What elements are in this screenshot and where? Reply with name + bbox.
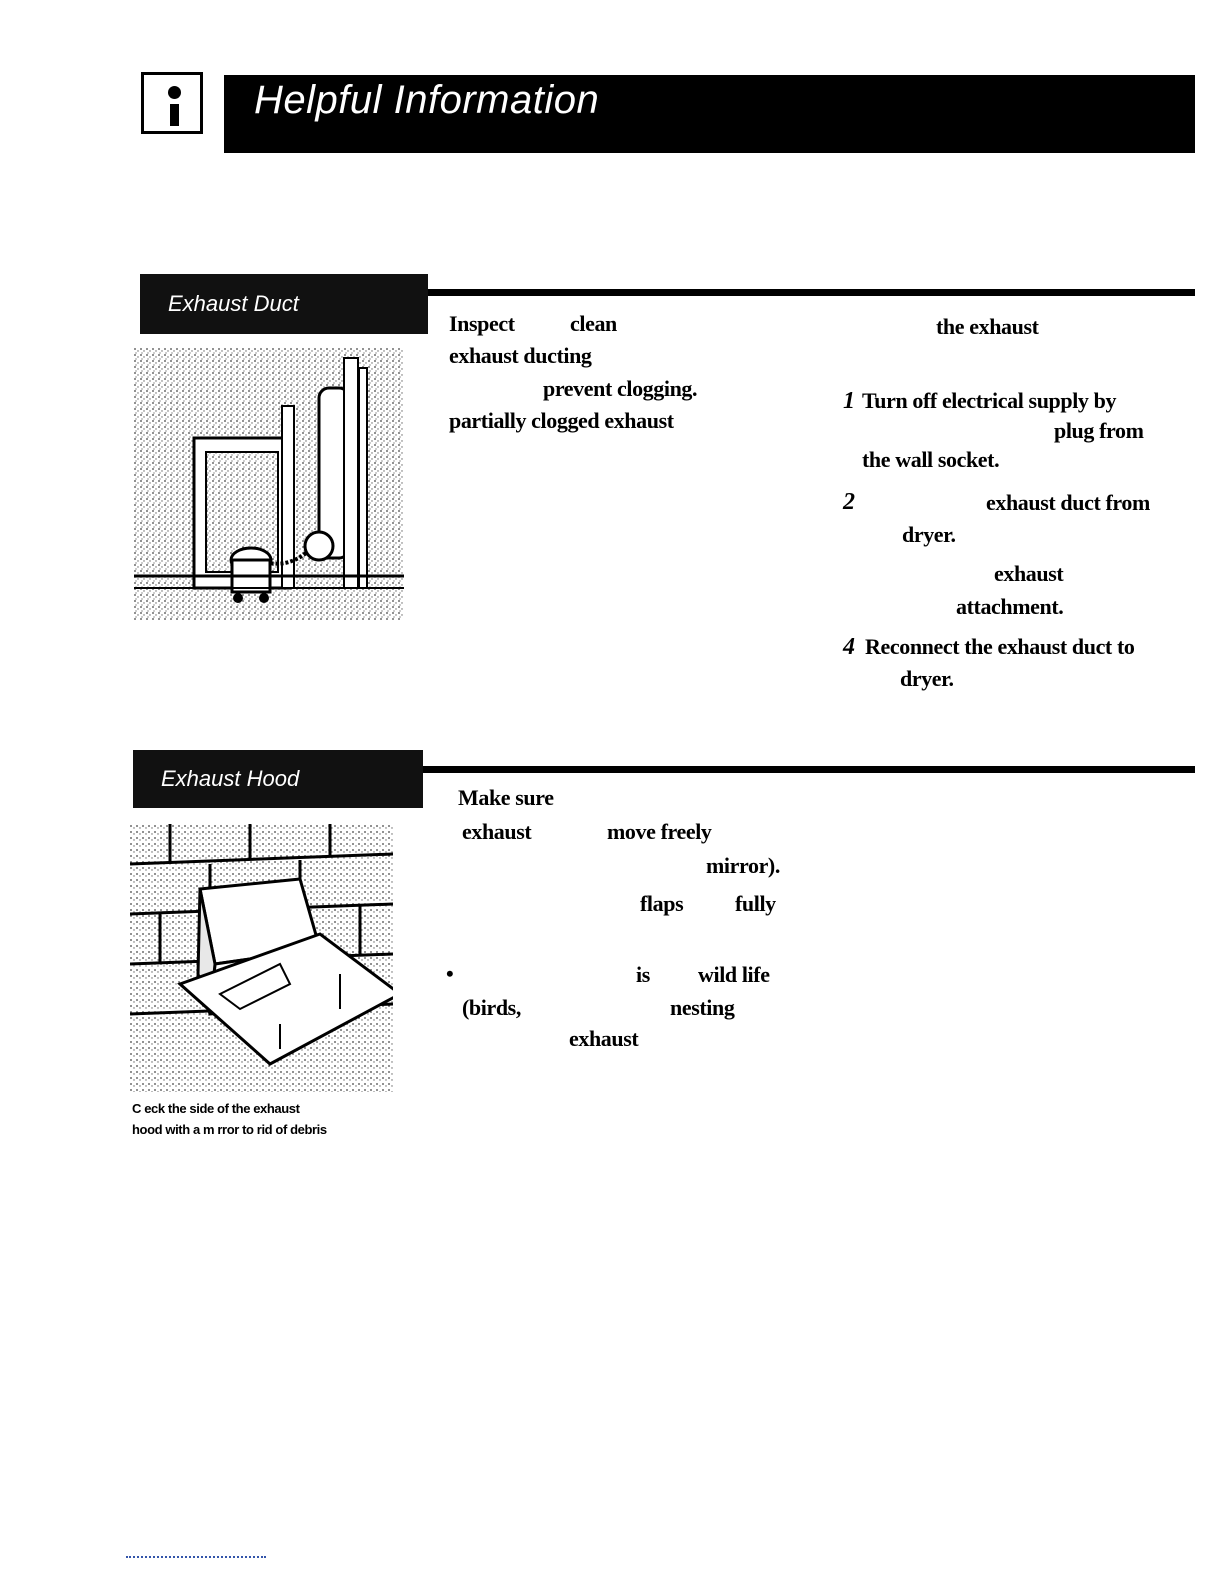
info-icon <box>141 72 203 134</box>
section-label-exhaust-duct: Exhaust Duct <box>140 274 428 334</box>
text-line: flaps <box>640 891 684 916</box>
text-line: the wall socket. <box>862 447 1000 472</box>
step-number: 4 <box>843 634 855 660</box>
section-label-text: Exhaust Hood <box>161 766 300 791</box>
text-line: dryer. <box>902 522 956 547</box>
text-line: prevent clogging. <box>543 376 698 401</box>
text-line: Inspect <box>449 311 515 336</box>
text-line: dryer. <box>900 666 954 691</box>
step-number: 2 <box>843 489 855 515</box>
section-rule <box>428 289 1195 296</box>
text-line: mirror). <box>706 853 780 878</box>
section-rule <box>423 766 1195 773</box>
text-line: is <box>636 962 650 987</box>
step-number: 1 <box>843 388 855 414</box>
text-line: the exhaust <box>936 314 1039 339</box>
text-line: exhaust <box>462 819 532 844</box>
text-line: exhaust duct from <box>986 490 1150 515</box>
page-title: Helpful Information <box>254 78 600 122</box>
header-bar <box>224 75 1195 153</box>
text-line: exhaust <box>994 561 1064 586</box>
section-label-exhaust-hood: Exhaust Hood <box>133 750 423 808</box>
text-line: plug from <box>1054 418 1144 443</box>
exhaust-duct-illustration <box>134 348 404 620</box>
bullet: • <box>446 961 454 986</box>
text-line: partially clogged exhaust <box>449 408 674 433</box>
figure-caption: C eck the side of the exhaust <box>132 1101 300 1116</box>
text-line: attachment. <box>956 594 1064 619</box>
text-line: fully <box>735 891 776 916</box>
figure-caption: hood with a m rror to rid of debris <box>132 1122 327 1137</box>
page-footer-line <box>126 1556 266 1558</box>
text-line: clean <box>570 311 617 336</box>
text-line: wild life <box>698 962 770 987</box>
section-label-text: Exhaust Duct <box>168 291 299 316</box>
text-line: move freely <box>607 819 712 844</box>
text-line: Reconnect the exhaust duct to <box>865 634 1135 659</box>
text-line: (birds, <box>462 995 521 1020</box>
text-line: nesting <box>670 995 735 1020</box>
text-line: Make sure <box>458 785 554 810</box>
text-line: exhaust <box>569 1026 639 1051</box>
text-line: Turn off electrical supply by <box>862 388 1117 413</box>
text-line: exhaust ducting <box>449 343 592 368</box>
exhaust-hood-illustration <box>130 824 393 1092</box>
